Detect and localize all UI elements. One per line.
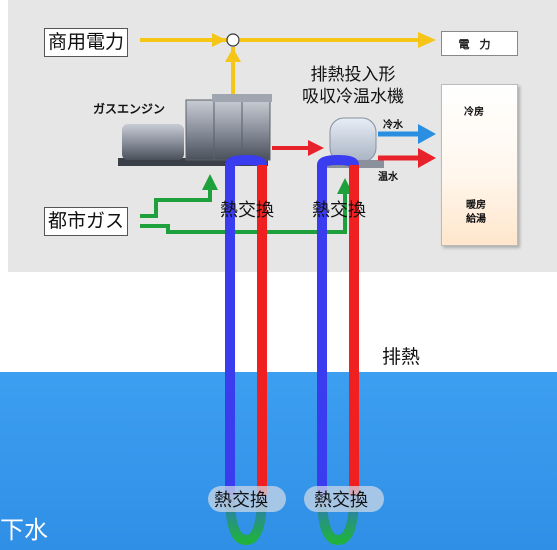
heat-exchanger-lower-right-pill [304, 486, 384, 512]
heat-loop-right [317, 154, 359, 546]
sewage-water-area [0, 372, 557, 550]
heat-exchanger-upper-right-label: 熱交換 [312, 200, 366, 221]
sewage-label: 下水 [0, 516, 48, 544]
exhaust-heat-line [272, 140, 324, 156]
hot-water-arrow [378, 148, 436, 168]
heat-exchanger-upper-left-label: 熱交換 [220, 200, 274, 221]
heat-loop-left [225, 154, 267, 546]
cold-water-arrow [378, 124, 436, 144]
cooling-label: 冷房 [464, 107, 484, 118]
cold-water-label: 冷水 [383, 120, 403, 131]
heat-exchanger-lower-left-label: 熱交換 [214, 490, 268, 511]
city-gas-box: 都市ガス [44, 207, 129, 236]
power-output-box: 電力 [441, 31, 518, 56]
load-box: 冷房 暖房 給湯 [441, 84, 518, 246]
power-flow [140, 32, 436, 98]
gas-engine-label: ガスエンジン [93, 102, 166, 116]
exhaust-heat-label: 排熱 [382, 346, 421, 368]
chiller-label: 排熱投入形 吸収冷温水機 [302, 65, 404, 107]
commercial-power-box: 商用電力 [44, 28, 129, 57]
gas-engine [118, 94, 272, 166]
hot-water-label: 温水 [378, 172, 398, 183]
heat-exchanger-lower-right-label: 熱交換 [314, 490, 368, 511]
heat-exchanger-lower-left-pill [208, 486, 286, 512]
heating-hot-water-label: 暖房 給湯 [466, 200, 486, 225]
